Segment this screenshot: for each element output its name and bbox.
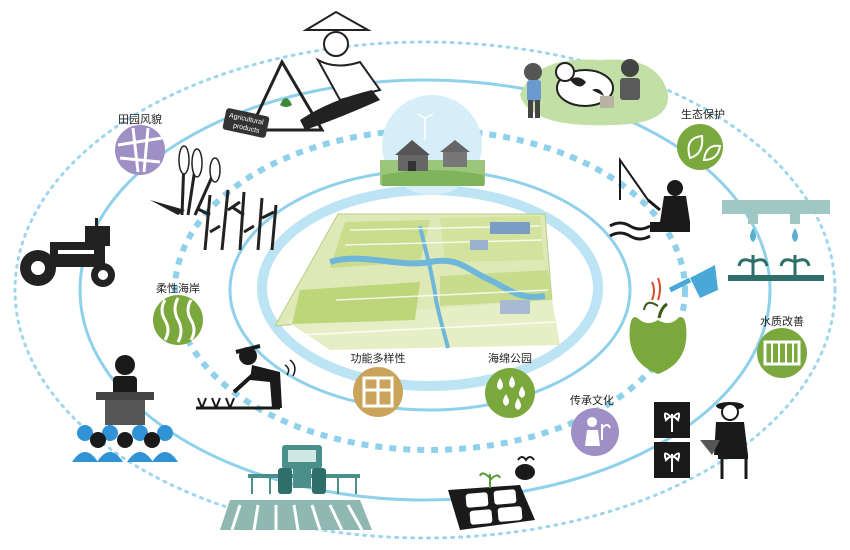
planter-box (448, 456, 535, 530)
grid-icon (115, 125, 165, 175)
outer-dotted-ring (13, 40, 837, 540)
wheat-corn-crops (150, 145, 278, 251)
badge-eco-protection: 生态保护 (677, 107, 725, 170)
outer-solid-ring (78, 78, 772, 502)
irrigation-sprinklers (722, 200, 830, 281)
badge-multifunction: 功能多样性 (351, 351, 406, 417)
orbit-rings (13, 40, 837, 540)
agricultural-products-sign: Agricultural products (222, 108, 270, 138)
farm-barn-scene (380, 95, 485, 195)
badge-label-eco-protection: 生态保护 (681, 107, 725, 121)
badge-label-culture-heritage: 传承文化 (570, 393, 614, 407)
fisherman (609, 156, 690, 241)
tractor-sprayer-field (220, 445, 372, 531)
badge-label-water-quality: 水质改善 (760, 314, 804, 328)
badge-sponge-park: 海绵公园 (485, 351, 535, 418)
children-with-cow (520, 59, 669, 126)
water-drop-icon (485, 368, 535, 418)
farmer-planting (196, 344, 296, 410)
badge-label-multifunction: 功能多样性 (351, 351, 406, 365)
farmer-produce-illustration: Agricultural products (222, 10, 382, 138)
badge-culture-heritage: 传承文化 (570, 393, 619, 456)
lecture-podium-audience (72, 355, 178, 462)
middle-dashed-ring (172, 127, 688, 453)
tractor-left (20, 218, 115, 287)
farmer-laptop (654, 402, 748, 479)
apple-watering-can (629, 265, 718, 374)
aerial-site-plan (274, 213, 560, 350)
badge-water-quality: 水质改善 (757, 314, 807, 378)
badge-label-rural-scenery: 田园风貌 (118, 112, 162, 126)
badge-flexible-shore: 柔性海岸 (153, 281, 203, 345)
badge-label-flexible-shore: 柔性海岸 (156, 281, 200, 295)
leaf-icon (677, 124, 723, 170)
badge-label-sponge-park: 海绵公园 (488, 351, 532, 365)
badge-rural-scenery: 田园风貌 (115, 112, 165, 175)
